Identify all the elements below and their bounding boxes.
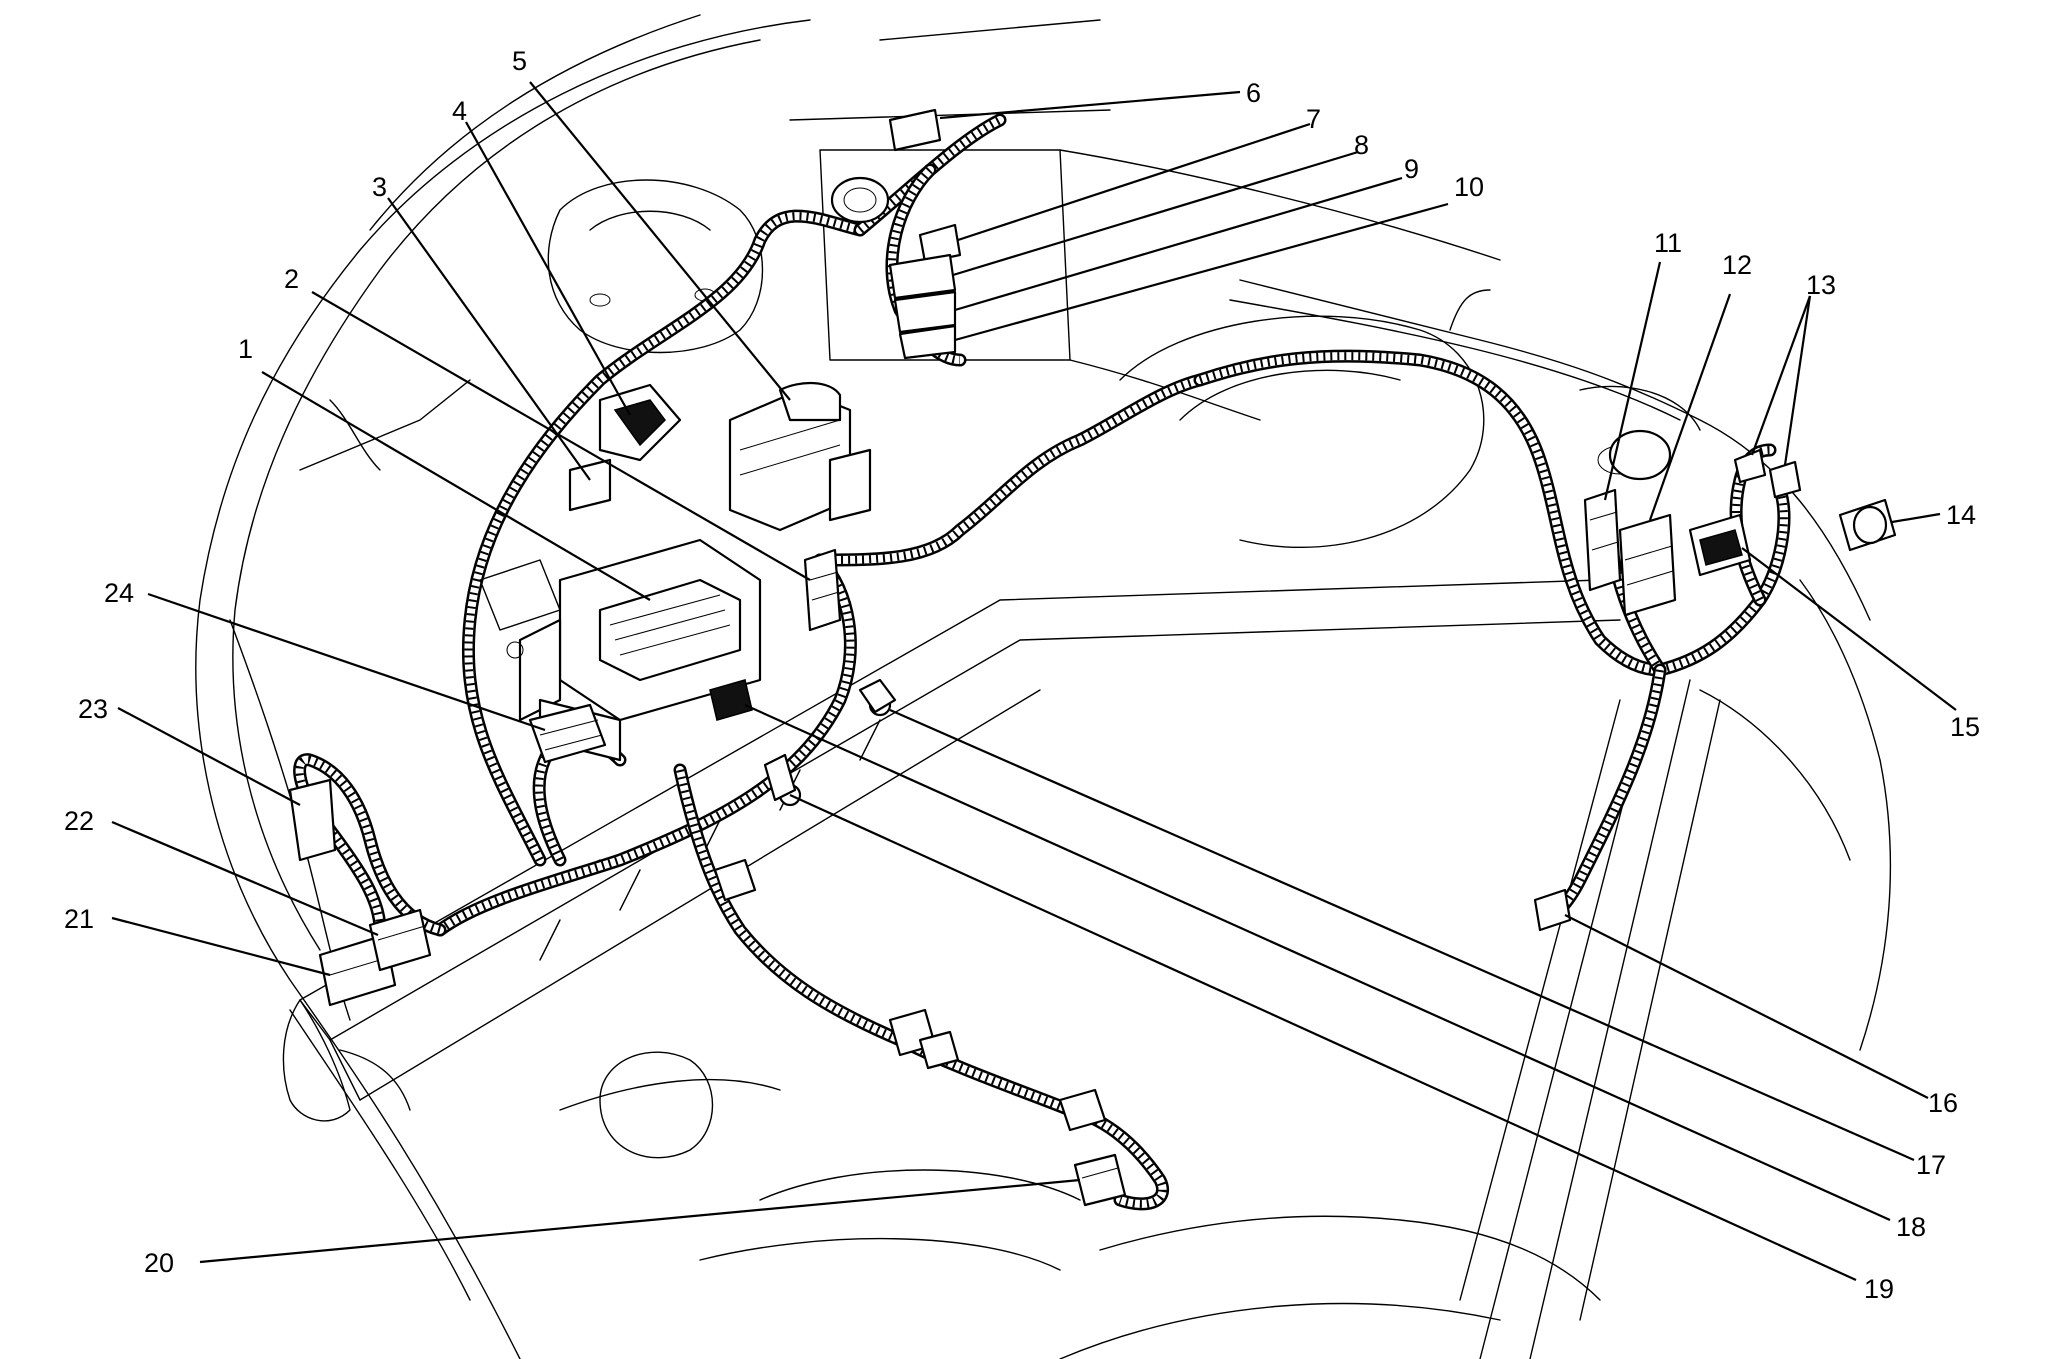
vehicle-body-outline [195,14,1892,1359]
ground-19 [763,753,802,807]
connector-16 [1533,888,1572,932]
connector-10 [898,324,957,360]
leader-13a [1750,295,1812,456]
harness-left-loop [461,209,867,867]
abs-module [728,381,872,532]
callout-7: 7 [1306,104,1321,134]
leader-16 [1564,914,1929,1099]
leader-23 [117,707,301,806]
leader-22 [111,820,379,937]
harness-center-to-right [813,373,1207,567]
callout-24: 24 [104,578,134,608]
connector-7 [918,223,962,264]
callout-1: 1 [238,334,253,364]
leader-2 [311,291,811,581]
grommet-right [1608,429,1672,481]
leader-11 [1603,261,1662,501]
callout-19: 19 [1864,1274,1894,1304]
leader-24 [147,592,546,732]
leader-8 [952,150,1359,277]
leader-21 [111,916,331,977]
connector-24 [528,703,607,764]
callout-labels: 1 2 3 4 5 6 7 8 9 10 11 12 13 14 15 16 1… [64,46,1980,1304]
leader-12 [1648,293,1732,521]
callout-11: 11 [1654,228,1682,258]
leader-4 [465,121,631,416]
connector-14 [1838,498,1897,552]
leader-13b [1783,295,1812,466]
connector-23 [288,778,337,862]
harness-main-trunk [433,553,857,937]
underhood-fuse-block [518,538,762,762]
harness-left-front-loop [293,753,447,937]
callout-23: 23 [78,694,108,724]
callout-5: 5 [512,46,527,76]
callout-15: 15 [1950,712,1980,742]
leader-17 [889,708,1915,1162]
ground-17 [858,678,897,717]
connector-22 [368,908,432,972]
leader-1 [261,371,651,601]
callout-13: 13 [1806,270,1836,300]
callout-9: 9 [1404,154,1419,184]
connector-20 [1073,1153,1127,1207]
connector-9 [893,290,957,334]
connector-6 [888,108,942,152]
leader-9 [954,176,1403,312]
leader-15 [1741,547,1957,711]
clip-front-3 [1058,1088,1107,1132]
connector-3 [568,458,612,512]
callout-2: 2 [284,264,299,294]
callout-12: 12 [1722,250,1752,280]
callout-10: 10 [1454,172,1484,202]
leader-20 [199,1178,1081,1264]
callout-14: 14 [1946,500,1976,530]
connector-8 [888,253,957,300]
clip-front-2 [888,1008,960,1070]
leader-10 [954,202,1449,342]
leader-19 [789,793,1857,1282]
leader-14 [1891,512,1941,524]
leader-5 [529,81,791,401]
leader-6 [939,90,1241,120]
harness-right-fender-run [1193,349,1667,677]
leader-18 [744,703,1891,1222]
connector-15 [1688,513,1752,577]
connector-2 [803,548,842,632]
firewall-grommet [830,176,890,224]
connector-13 [1733,448,1802,499]
callout-6: 6 [1246,78,1261,108]
connector-12 [1618,513,1677,617]
leader-lines [111,81,1957,1282]
clip-front-1 [713,858,757,902]
callout-8: 8 [1354,130,1369,160]
callout-21: 21 [64,904,94,934]
callout-16: 16 [1928,1088,1958,1118]
callout-4: 4 [452,96,467,126]
relay-18 [709,679,753,721]
components [288,108,1897,1207]
harness-front-branch [673,763,1169,1211]
callout-17: 17 [1916,1150,1946,1180]
callout-20: 20 [144,1248,174,1278]
connector-11 [1583,488,1622,592]
callout-3: 3 [372,172,387,202]
harness-bracket [479,559,561,659]
callout-18: 18 [1896,1212,1926,1242]
connector-4 [598,383,682,462]
leader-7 [957,122,1311,242]
callout-22: 22 [64,806,94,836]
leader-3 [387,197,591,481]
harness-rail-branch [1543,663,1667,927]
